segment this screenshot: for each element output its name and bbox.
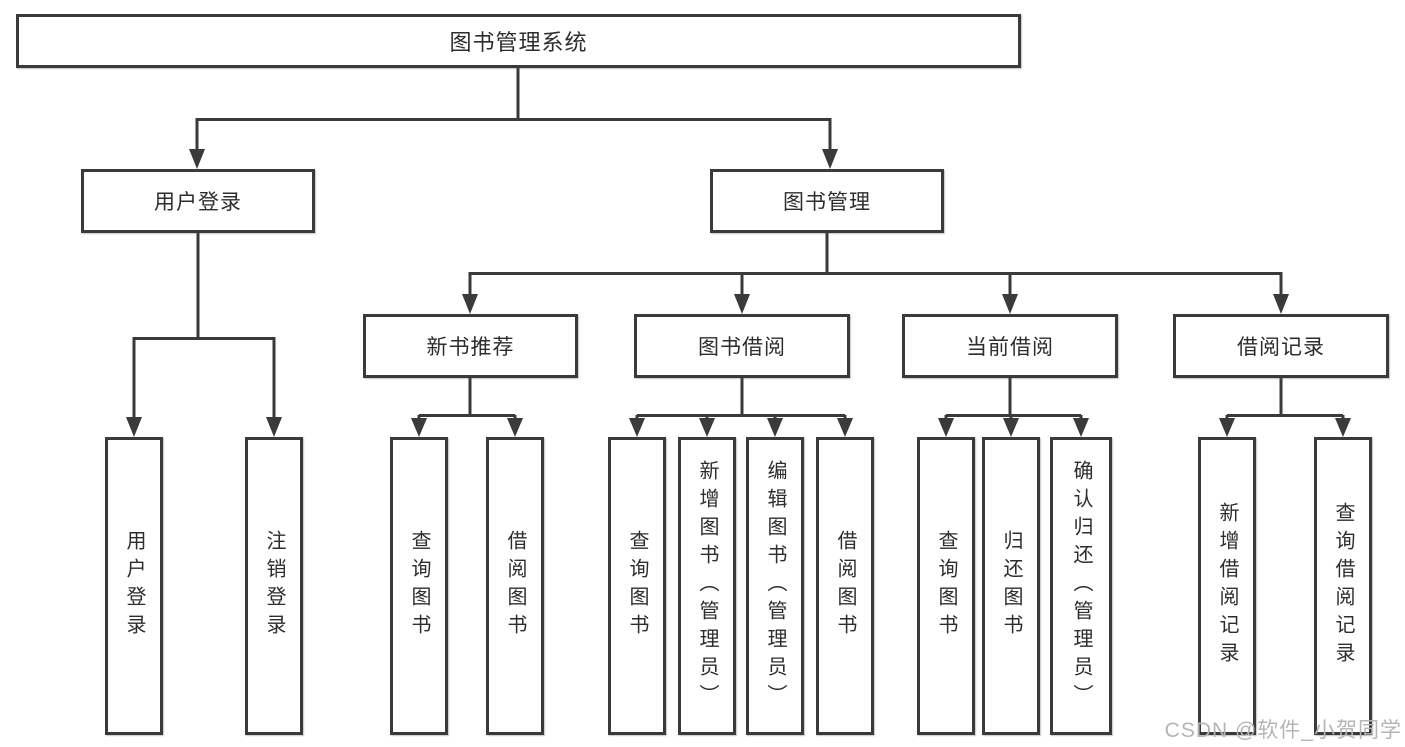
csdn-watermark: CSDN @软件_小贺同学 <box>1164 719 1402 742</box>
node-current-borrow: 当前借阅 <box>902 314 1118 378</box>
arrowhead-icon <box>1273 294 1289 314</box>
arrowhead-icon <box>938 418 954 437</box>
edge-borrow-records-to-leaves <box>1219 378 1351 437</box>
leaf-add-book-admin: 新增图书（管理员） <box>678 437 736 735</box>
arrowhead-icon <box>126 417 142 437</box>
leaf-user-login: 用户登录 <box>105 437 163 735</box>
leaf-query-borrow-record: 查询借阅记录 <box>1314 437 1372 735</box>
node-book-borrow: 图书借阅 <box>634 314 850 378</box>
arrowhead-icon <box>1003 418 1019 437</box>
edge-book-borrow-to-leaves <box>629 378 853 437</box>
arrowhead-icon <box>507 418 523 437</box>
leaf-query-books: 查询图书 <box>608 437 666 735</box>
edge-user-login-to-leaves <box>126 233 282 437</box>
arrowhead-icon <box>767 418 783 437</box>
arrowhead-icon <box>822 149 838 169</box>
node-new-book-recommend: 新书推荐 <box>363 314 578 378</box>
arrowhead-icon <box>699 418 715 437</box>
node-borrow-records: 借阅记录 <box>1173 314 1389 378</box>
node-library-management-system: 图书管理系统 <box>16 14 1021 68</box>
leaf-logout: 注销登录 <box>245 437 303 735</box>
arrowhead-icon <box>1335 418 1351 437</box>
edge-book-management-to-level3 <box>462 233 1289 314</box>
arrowhead-icon <box>734 294 750 314</box>
leaf-query-books: 查询图书 <box>390 437 448 735</box>
arrowhead-icon <box>411 418 427 437</box>
edge-current-borrow-to-leaves <box>938 378 1089 437</box>
arrowhead-icon <box>837 418 853 437</box>
arrowhead-icon <box>1073 418 1089 437</box>
edge-new-book-recommend-to-leaves <box>411 378 523 437</box>
arrowhead-icon <box>629 418 645 437</box>
leaf-add-borrow-record: 新增借阅记录 <box>1198 437 1256 735</box>
leaf-confirm-return-admin: 确认归还（管理员） <box>1050 437 1112 735</box>
leaf-edit-book-admin: 编辑图书（管理员） <box>746 437 804 735</box>
node-book-management: 图书管理 <box>710 169 944 233</box>
leaf-return-books: 归还图书 <box>982 437 1040 735</box>
leaf-query-books: 查询图书 <box>917 437 975 735</box>
leaf-borrow-books: 借阅图书 <box>816 437 874 735</box>
arrowhead-icon <box>1219 418 1235 437</box>
arrowhead-icon <box>462 294 478 314</box>
arrowhead-icon <box>189 149 205 169</box>
edge-root-to-level2 <box>189 68 838 169</box>
node-user-login: 用户登录 <box>81 169 315 233</box>
arrowhead-icon <box>1002 294 1018 314</box>
arrowhead-icon <box>266 417 282 437</box>
leaf-borrow-books: 借阅图书 <box>486 437 544 735</box>
